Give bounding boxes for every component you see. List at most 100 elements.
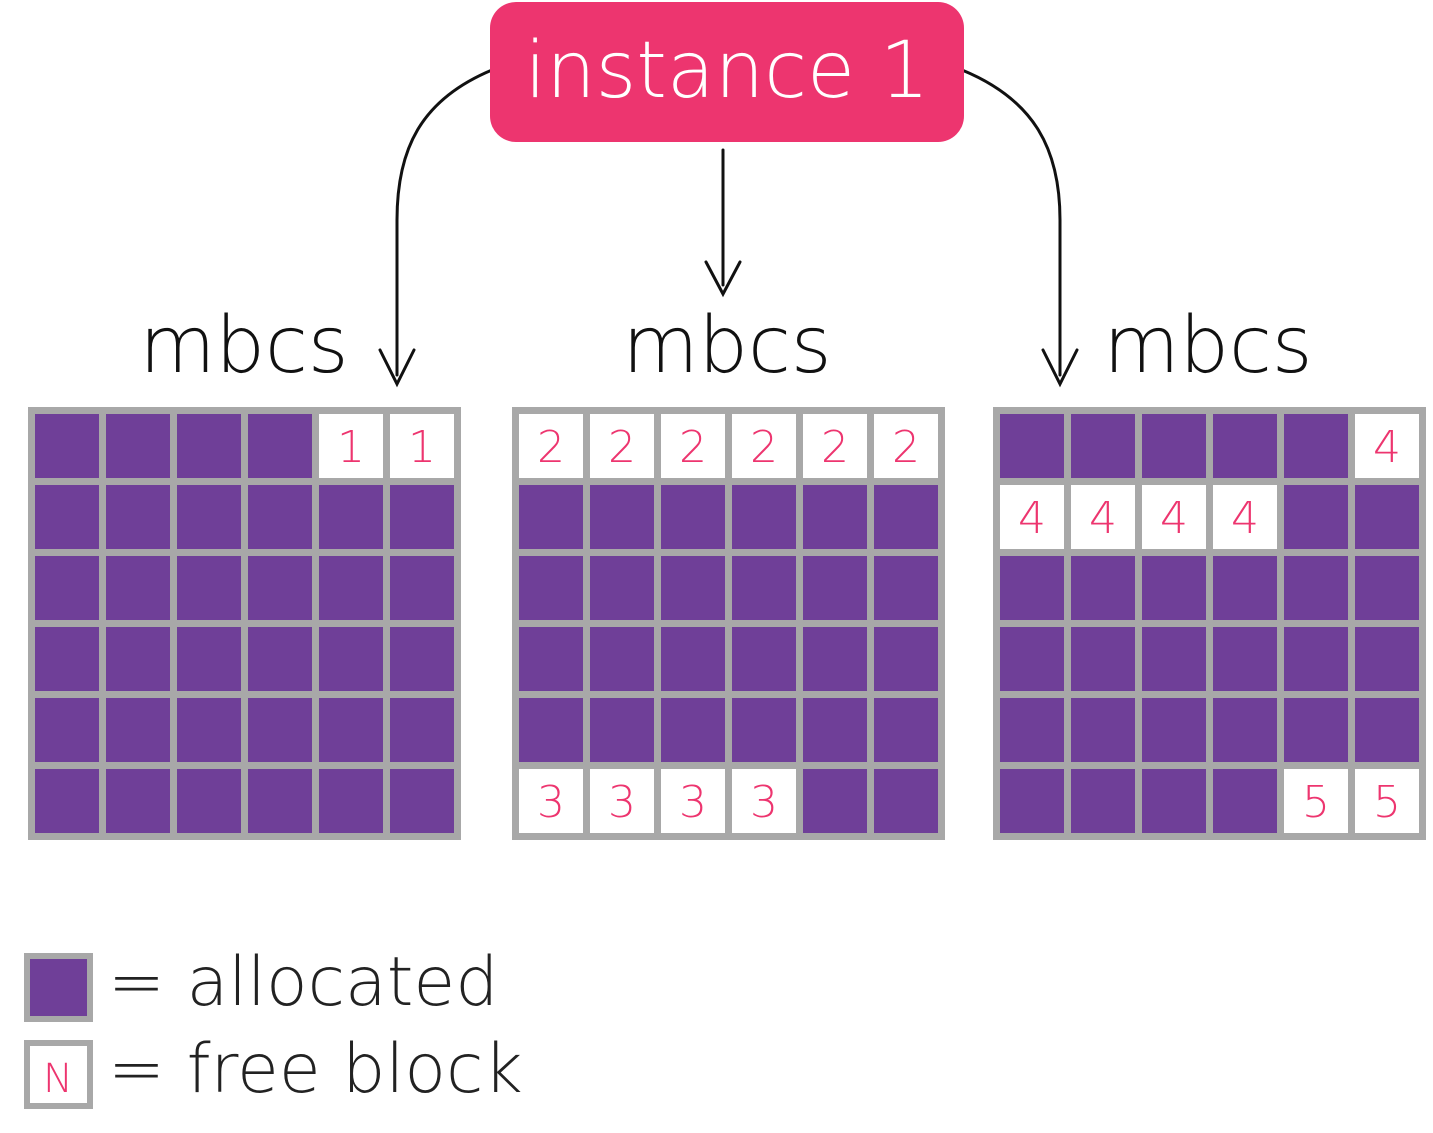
allocated-block [177, 698, 241, 762]
allocated-block [732, 485, 796, 549]
allocated-block [106, 769, 170, 833]
allocated-block [390, 556, 454, 620]
allocated-block [874, 769, 938, 833]
grid-frame [512, 407, 945, 840]
free-block-number: 3 [608, 777, 636, 828]
allocated-block [390, 769, 454, 833]
allocated-block [319, 556, 383, 620]
legend-allocated-label: = allocated [108, 943, 498, 1022]
allocated-block [177, 414, 241, 478]
free-block-number: 2 [750, 422, 778, 473]
legend-free-label: = free block [108, 1030, 523, 1109]
allocated-block [1000, 414, 1064, 478]
allocated-block [248, 627, 312, 691]
allocated-block [590, 485, 654, 549]
allocated-block [106, 627, 170, 691]
arrow-head-right [1041, 348, 1079, 388]
allocated-block [1071, 414, 1135, 478]
allocated-block [35, 769, 99, 833]
allocated-block [1071, 769, 1135, 833]
connector-arrows [378, 68, 1079, 388]
allocated-block [732, 556, 796, 620]
allocated-block [1284, 485, 1348, 549]
allocated-block [1000, 627, 1064, 691]
allocated-block [1071, 627, 1135, 691]
allocated-block [35, 556, 99, 620]
allocated-block [732, 627, 796, 691]
allocated-block [661, 556, 725, 620]
allocated-block [1142, 414, 1206, 478]
free-block-number: 1 [408, 422, 436, 473]
instance-box [490, 2, 964, 142]
legend-allocated-swatch [24, 953, 93, 1022]
allocated-block [177, 485, 241, 549]
grid-frame [28, 407, 461, 840]
free-block-number: 4 [1160, 493, 1188, 544]
allocated-block [390, 627, 454, 691]
free-block-number: 4 [1018, 493, 1046, 544]
allocated-block [35, 414, 99, 478]
allocated-block [106, 556, 170, 620]
free-block [390, 414, 454, 478]
legend: = allocated N = free block [24, 943, 523, 1109]
allocated-block [106, 414, 170, 478]
free-block [1071, 485, 1135, 549]
allocated-block [248, 485, 312, 549]
free-block [732, 414, 796, 478]
allocated-block [1142, 698, 1206, 762]
allocated-block [661, 698, 725, 762]
allocated-block [1213, 627, 1277, 691]
allocated-block [590, 556, 654, 620]
free-block-number: 4 [1373, 422, 1401, 473]
free-block [661, 414, 725, 478]
allocated-block [248, 414, 312, 478]
free-block-number: 3 [537, 777, 565, 828]
instance-node: instance 1 [490, 2, 964, 142]
allocated-block [1284, 698, 1348, 762]
allocated-block [590, 627, 654, 691]
allocated-block [106, 698, 170, 762]
instance-label: instance 1 [525, 26, 930, 116]
grid-frame [993, 407, 1426, 840]
allocated-block [1213, 556, 1277, 620]
allocated-block [177, 556, 241, 620]
allocated-block [519, 556, 583, 620]
mbcs-label-2: mbcs [622, 301, 831, 391]
free-block [661, 769, 725, 833]
allocated-block [874, 627, 938, 691]
allocated-block [1213, 414, 1277, 478]
allocated-block [106, 485, 170, 549]
free-block [319, 414, 383, 478]
allocated-block [1355, 556, 1419, 620]
free-block [1000, 485, 1064, 549]
allocated-block [803, 698, 867, 762]
free-block [519, 414, 583, 478]
allocated-block [1284, 414, 1348, 478]
allocated-block [1000, 769, 1064, 833]
allocated-block [248, 556, 312, 620]
free-block-number: 2 [608, 422, 636, 473]
allocated-block [390, 485, 454, 549]
free-block-number: 2 [821, 422, 849, 473]
legend-free-swatch [24, 1040, 93, 1109]
free-block-number: 3 [750, 777, 778, 828]
free-block [590, 414, 654, 478]
free-block [1213, 485, 1277, 549]
allocated-block [519, 698, 583, 762]
legend-free-symbol: N [43, 1056, 73, 1102]
allocated-block [1355, 698, 1419, 762]
allocated-block [519, 485, 583, 549]
allocated-block [803, 627, 867, 691]
allocated-block [319, 627, 383, 691]
allocated-block [1213, 769, 1277, 833]
free-block-number: 2 [679, 422, 707, 473]
free-block [590, 769, 654, 833]
allocated-block [248, 698, 312, 762]
mbcs-label-1: mbcs [139, 301, 348, 391]
free-block [519, 769, 583, 833]
allocated-block [1071, 698, 1135, 762]
free-block-number: 1 [337, 422, 365, 473]
